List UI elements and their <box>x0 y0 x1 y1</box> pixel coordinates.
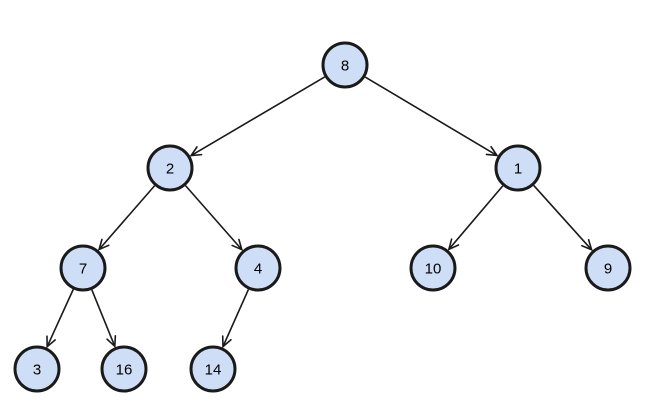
tree-edge-7-3 <box>46 289 74 349</box>
tree-node-2: 2 <box>146 144 194 192</box>
edges-layer <box>46 76 593 349</box>
tree-node-label-1: 1 <box>514 160 522 177</box>
tree-node-8: 8 <box>321 41 369 89</box>
tree-edge-8-2 <box>189 76 326 157</box>
nodes-layer: 8 2 1 7 4 10 9 3 16 14 <box>13 41 632 393</box>
tree-node-circle-8 <box>321 41 369 89</box>
tree-edge-8-1 <box>364 76 499 157</box>
tree-node-label-3: 3 <box>33 361 41 378</box>
tree-node-circle-14 <box>189 345 237 393</box>
tree-node-label-10: 10 <box>425 260 442 277</box>
tree-node-circle-3 <box>13 345 61 393</box>
tree-node-label-7: 7 <box>79 260 87 277</box>
tree-edge-1-10 <box>447 185 504 251</box>
tree-node-9: 9 <box>584 244 632 292</box>
tree-node-circle-7 <box>59 244 107 292</box>
tree-node-16: 16 <box>100 345 148 393</box>
tree-node-7: 7 <box>59 244 107 292</box>
tree-node-circle-9 <box>584 244 632 292</box>
tree-node-label-9: 9 <box>604 260 612 277</box>
tree-node-label-8: 8 <box>341 57 349 74</box>
tree-edge-4-14 <box>221 289 250 349</box>
tree-node-label-16: 16 <box>116 361 133 378</box>
tree-node-circle-2 <box>146 144 194 192</box>
tree-node-10: 10 <box>409 244 457 292</box>
tree-node-circle-16 <box>100 345 148 393</box>
tree-node-label-14: 14 <box>205 361 222 378</box>
tree-edge-2-7 <box>97 185 156 251</box>
tree-node-label-4: 4 <box>254 260 262 277</box>
tree-edge-7-16 <box>91 289 117 349</box>
tree-node-circle-1 <box>494 144 542 192</box>
tree-node-3: 3 <box>13 345 61 393</box>
tree-node-4: 4 <box>234 244 282 292</box>
tree-node-1: 1 <box>494 144 542 192</box>
tree-edge-1-9 <box>533 184 593 252</box>
tree-node-14: 14 <box>189 345 237 393</box>
tree-node-circle-4 <box>234 244 282 292</box>
tree-node-label-2: 2 <box>166 160 174 177</box>
tree-edge-2-4 <box>184 185 244 252</box>
tree-node-circle-10 <box>409 244 457 292</box>
